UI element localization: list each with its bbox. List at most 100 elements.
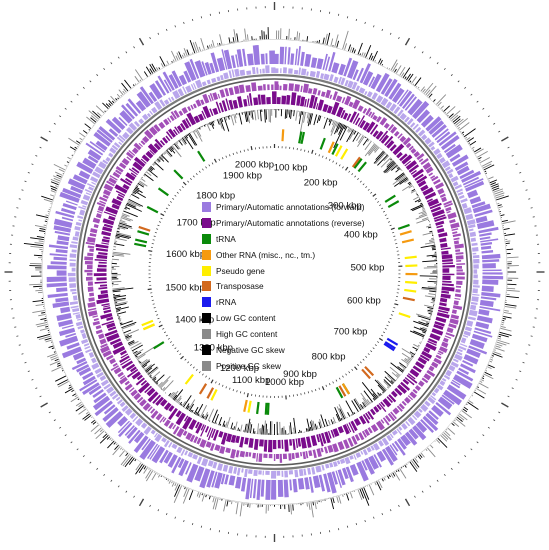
- reverse-gene: [390, 126, 398, 134]
- reverse-gene: [230, 449, 237, 459]
- reverse-gene: [359, 119, 366, 129]
- outer-tick: [53, 122, 56, 125]
- negative-gc-skew-bar: [482, 375, 485, 377]
- negative-gc-skew-bar: [503, 316, 512, 319]
- positive-gc-skew-bar: [194, 41, 200, 52]
- high-gc-bar: [118, 223, 133, 229]
- high-gc-bar: [170, 392, 176, 399]
- reverse-gene: [433, 179, 441, 185]
- reverse-gene: [93, 223, 99, 229]
- reverse-gene: [390, 390, 398, 398]
- outer-tick: [450, 467, 453, 470]
- reverse-gene: [330, 429, 335, 438]
- high-gc-bar: [259, 428, 262, 435]
- inner-tick: [325, 384, 327, 387]
- low-gc-bar: [237, 427, 239, 431]
- reverse-gene: [126, 156, 132, 161]
- forward-gene: [407, 98, 423, 116]
- positive-gc-skew-bar: [181, 54, 184, 58]
- positive-gc-skew-bar: [457, 126, 460, 129]
- positive-gc-skew-bar: [493, 351, 502, 355]
- forward-gene: [441, 160, 451, 169]
- reverse-gene: [127, 368, 139, 378]
- high-gc-bar: [421, 319, 430, 323]
- forward-gene: [251, 66, 256, 75]
- low-gc-bar: [116, 230, 120, 233]
- positive-gc-skew-bar: [406, 463, 408, 466]
- reverse-gene: [205, 441, 212, 448]
- legend-swatch-low-gc: [202, 313, 211, 324]
- positive-gc-skew-bar: [308, 502, 311, 510]
- forward-gene: [154, 101, 163, 111]
- low-gc-bar: [316, 115, 320, 124]
- positive-gc-skew-bar: [504, 305, 517, 309]
- reverse-gene: [316, 434, 320, 443]
- reverse-gene: [290, 92, 297, 106]
- reverse-gene: [302, 83, 309, 93]
- reverse-gene: [272, 91, 277, 105]
- low-gc-bar: [187, 133, 196, 146]
- forward-gene: [290, 53, 295, 65]
- reverse-gene: [370, 112, 375, 119]
- forward-gene: [242, 48, 247, 67]
- forward-gene: [72, 307, 80, 313]
- reverse-gene: [97, 210, 103, 214]
- negative-gc-skew-bar: [68, 384, 71, 387]
- high-gc-bar: [174, 398, 178, 402]
- positive-gc-skew-bar: [475, 148, 484, 155]
- inner-tick: [190, 363, 192, 366]
- positive-gc-skew-bar: [83, 406, 86, 409]
- low-gc-bar: [339, 408, 346, 420]
- forward-gene: [340, 77, 346, 86]
- negative-gc-skew-bar: [428, 93, 433, 98]
- positive-gc-skew-bar: [495, 345, 501, 349]
- reverse-gene: [379, 130, 389, 142]
- low-gc-bar: [154, 374, 165, 384]
- reverse-gene: [300, 96, 306, 107]
- outer-tick: [519, 370, 522, 373]
- positive-gc-skew-bar: [198, 46, 201, 52]
- forward-gene: [349, 455, 354, 460]
- reverse-gene: [209, 108, 214, 116]
- reverse-gene: [455, 252, 464, 255]
- low-gc-bar: [147, 366, 158, 375]
- high-gc-bar: [179, 139, 182, 141]
- forward-gene: [133, 431, 145, 444]
- inner-tick: [311, 149, 314, 154]
- high-gc-bar: [362, 397, 369, 406]
- forward-gene: [71, 291, 77, 295]
- reverse-gene: [358, 432, 365, 441]
- forward-gene: [58, 319, 73, 327]
- forward-gene: [421, 134, 428, 141]
- low-gc-bar: [233, 426, 236, 430]
- negative-gc-skew-bar: [105, 103, 111, 108]
- low-gc-bar: [396, 173, 405, 181]
- forward-gene: [244, 468, 248, 478]
- high-gc-bar: [295, 110, 298, 121]
- legend-label: Primary/Automatic annotations (reverse): [216, 217, 365, 228]
- kbp-label: 1100 kbp: [232, 375, 270, 386]
- rrna-mark: [384, 341, 396, 350]
- forward-gene: [310, 57, 318, 69]
- outer-tick: [381, 28, 384, 31]
- reverse-gene: [337, 426, 344, 434]
- high-gc-bar: [114, 237, 127, 242]
- high-gc-bar: [117, 315, 121, 318]
- reverse-gene: [95, 243, 109, 249]
- high-gc-bar: [206, 123, 211, 132]
- forward-gene: [149, 444, 160, 460]
- low-gc-bar: [417, 315, 431, 321]
- positive-gc-skew-bar: [334, 34, 339, 48]
- negative-gc-skew-bar: [461, 131, 465, 134]
- reverse-gene: [397, 133, 403, 139]
- high-gc-bar: [139, 359, 148, 365]
- kbp-label: 1800 kbp: [196, 190, 235, 201]
- reverse-gene: [430, 206, 442, 213]
- inner-tick: [157, 317, 160, 320]
- low-gc-bar: [193, 406, 199, 415]
- reverse-gene: [438, 232, 448, 238]
- reverse-gene: [113, 367, 122, 375]
- reverse-gene: [442, 275, 451, 281]
- forward-gene: [187, 451, 194, 458]
- reverse-gene: [442, 268, 450, 273]
